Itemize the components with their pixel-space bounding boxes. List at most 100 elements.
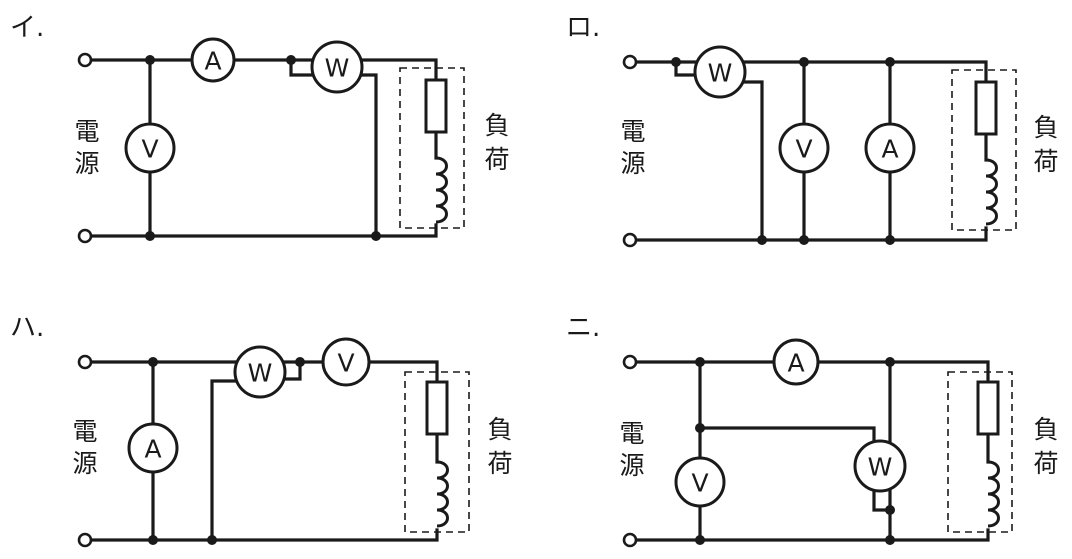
load-resistor xyxy=(976,380,1000,436)
svg-text:W: W xyxy=(868,453,893,482)
top-wire xyxy=(90,360,439,384)
junction-dot xyxy=(295,357,305,367)
load-label-2: 荷 xyxy=(484,145,509,174)
source-label-2: 源 xyxy=(72,449,97,478)
svg-text:V: V xyxy=(795,135,812,164)
junction-dot xyxy=(207,535,217,545)
source-terminal-bottom xyxy=(622,232,638,248)
wattmeter-return xyxy=(360,73,378,238)
svg-text:W: W xyxy=(325,54,350,83)
ammeter: A xyxy=(864,122,916,174)
junction-dot xyxy=(695,535,705,545)
source-terminal-bottom xyxy=(77,228,93,244)
source-label-1: 電 xyxy=(620,117,645,146)
wattmeter-return xyxy=(210,379,237,542)
bottom-wire xyxy=(635,528,990,542)
source-terminal-top xyxy=(622,354,638,370)
load-box xyxy=(947,371,1013,533)
bottom-wire xyxy=(635,226,988,242)
svg-text:A: A xyxy=(204,47,221,76)
voltmeter: V xyxy=(674,456,726,508)
source-terminal-bottom xyxy=(77,532,93,548)
voltmeter: V xyxy=(124,122,176,174)
wattmeter: W xyxy=(310,40,364,94)
svg-text:V: V xyxy=(691,469,708,498)
junction-dot xyxy=(757,235,767,245)
load-inductor xyxy=(985,158,998,226)
junction-dot xyxy=(885,505,895,515)
junction-dot xyxy=(145,231,155,241)
junction-dot xyxy=(885,535,895,545)
svg-text:V: V xyxy=(141,135,158,164)
voltmeter: V xyxy=(778,122,830,174)
svg-text:V: V xyxy=(337,349,354,378)
top-wire-b xyxy=(741,60,988,84)
panel-label-ni: ニ. xyxy=(566,313,600,343)
ammeter: A xyxy=(190,37,236,83)
panel-label-ro: ロ. xyxy=(566,13,600,43)
svg-text:A: A xyxy=(787,349,804,378)
source-label-1: 電 xyxy=(619,419,644,448)
source-label-2: 源 xyxy=(74,149,99,178)
junction-dot xyxy=(148,357,158,367)
panel-label-i: イ. xyxy=(10,13,44,43)
source-label-2: 源 xyxy=(620,149,645,178)
wattmeter-tap xyxy=(283,360,302,381)
load-label-2: 荷 xyxy=(1033,147,1058,176)
bottom-wire xyxy=(90,223,438,238)
load-resistor xyxy=(424,78,448,134)
load-inductor xyxy=(435,156,448,224)
ammeter: A xyxy=(772,338,820,386)
load-inductor xyxy=(436,460,449,528)
wattmeter: W xyxy=(693,45,747,99)
load-label-1: 負 xyxy=(1033,415,1058,444)
source-terminal-top xyxy=(622,54,638,70)
voltmeter: V xyxy=(321,337,371,387)
bottom-wire xyxy=(90,528,439,542)
junction-dot xyxy=(799,57,809,67)
svg-text:W: W xyxy=(248,359,273,388)
top-wire-c xyxy=(360,58,438,82)
junction-dot xyxy=(885,357,895,367)
load-resistor xyxy=(425,380,449,436)
svg-text:W: W xyxy=(708,59,733,88)
top-wire-b xyxy=(816,360,990,384)
source-label-2: 源 xyxy=(619,451,644,480)
junction-dot xyxy=(695,357,705,367)
load-resistor xyxy=(974,80,998,136)
junction-dot xyxy=(799,235,809,245)
junction-dot xyxy=(885,235,895,245)
panel-label-ha: ハ. xyxy=(10,313,44,343)
junction-dot xyxy=(148,535,158,545)
source-label-1: 電 xyxy=(74,117,99,146)
wattmeter: W xyxy=(233,345,287,399)
ammeter: A xyxy=(127,422,179,474)
wattmeter-voltage-lead xyxy=(698,426,876,444)
load-box xyxy=(404,371,470,533)
wattmeter: W xyxy=(853,439,907,493)
load-label-2: 荷 xyxy=(487,449,512,478)
load-label-1: 負 xyxy=(487,415,512,444)
load-label-1: 負 xyxy=(1033,113,1058,142)
panel-ha: ハ. W V A 電 源 負 荷 xyxy=(10,313,513,548)
junction-dot xyxy=(695,423,705,433)
panel-i: イ. A W V xyxy=(10,13,510,244)
junction-dot xyxy=(671,57,681,67)
junction-dot xyxy=(286,55,296,65)
junction-dot xyxy=(371,231,381,241)
source-terminal-top xyxy=(77,52,93,68)
panel-ro: ロ. W V A 電 源 負 xyxy=(566,13,1059,248)
source-label-1: 電 xyxy=(72,417,97,446)
source-terminal-bottom xyxy=(622,532,638,548)
junction-dot xyxy=(885,57,895,67)
svg-text:A: A xyxy=(881,135,898,164)
load-inductor xyxy=(987,460,1000,528)
junction-dot xyxy=(145,55,155,65)
wattmeter-return xyxy=(738,80,764,242)
source-terminal-top xyxy=(77,354,93,370)
load-box xyxy=(399,67,465,229)
load-label-1: 負 xyxy=(484,111,509,140)
wattmeter-tap xyxy=(872,488,892,512)
